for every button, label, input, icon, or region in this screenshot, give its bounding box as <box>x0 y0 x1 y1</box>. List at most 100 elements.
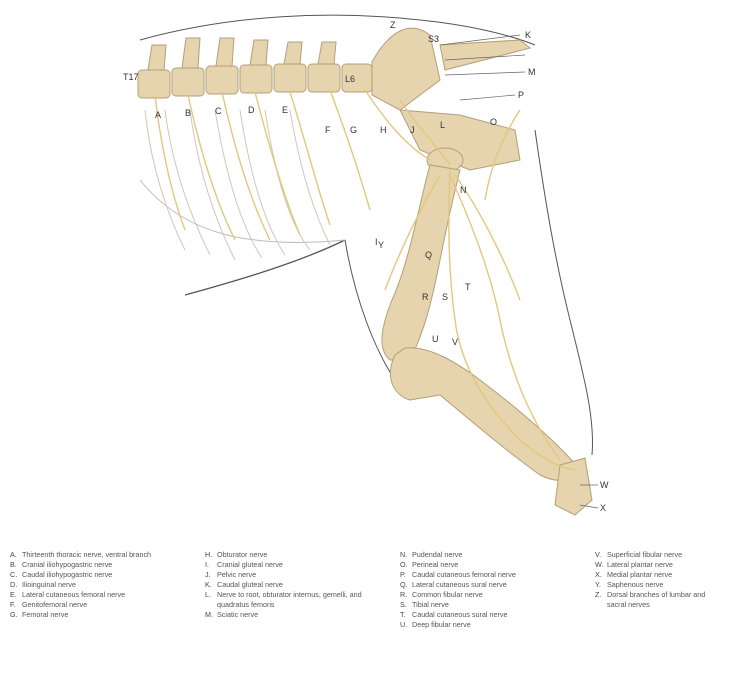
legend-item: F.Genitofemoral nerve <box>10 600 205 610</box>
legend-item: M.Sciatic nerve <box>205 610 400 620</box>
legend-item: I.Cranial gluteal nerve <box>205 560 400 570</box>
legend-text: Caudal cutaneous sural nerve <box>412 610 595 620</box>
figure-label-l6: L6 <box>345 74 355 84</box>
figure-label-d: D <box>248 105 255 115</box>
legend-text: Perineal nerve <box>412 560 595 570</box>
legend-key: X. <box>595 570 607 580</box>
anatomical-illustration: A B C D E F G H I J K L M N O P Q R S T … <box>0 0 742 535</box>
legend-key: T. <box>400 610 412 620</box>
legend-text: Medial plantar nerve <box>607 570 734 580</box>
legend-key: L. <box>205 590 217 610</box>
figure-label-f: F <box>325 125 331 135</box>
figure-label-u: U <box>432 334 439 344</box>
legend-item: W.Lateral plantar nerve <box>595 560 734 570</box>
legend-item: L.Nerve to root, obturator internus, gem… <box>205 590 400 610</box>
legend-text: Caudal gluteal nerve <box>217 580 400 590</box>
legend-column-4: V.Superficial fibular nerve W.Lateral pl… <box>595 550 734 675</box>
legend-item: O.Perineal nerve <box>400 560 595 570</box>
legend-item: Q.Lateral cutaneous sural nerve <box>400 580 595 590</box>
legend-item: T.Caudal cutaneous sural nerve <box>400 610 595 620</box>
belly-line <box>185 240 345 295</box>
legend-text: Femoral nerve <box>22 610 205 620</box>
legend-item: P.Caudal cutaneous femoral nerve <box>400 570 595 580</box>
legend-key: I. <box>205 560 217 570</box>
legend-key: S. <box>400 600 412 610</box>
legend-key: R. <box>400 590 412 600</box>
legend-text: Pelvic nerve <box>217 570 400 580</box>
legend-item: D.Ilioinguinal nerve <box>10 580 205 590</box>
figure-label-a: A <box>155 110 161 120</box>
legend-item: C.Caudal iliohypogastric nerve <box>10 570 205 580</box>
hindlimb-nerve-diagram: A B C D E F G H I J K L M N O P Q R S T … <box>0 0 742 535</box>
legend-key: C. <box>10 570 22 580</box>
figure-label-m: M <box>528 67 536 77</box>
legend-item: K.Caudal gluteal nerve <box>205 580 400 590</box>
figure-label-s: S <box>442 292 448 302</box>
legend-text: Nerve to root, obturator internus, gemel… <box>217 590 400 610</box>
abdomen-edge <box>140 180 345 243</box>
legend-text: Lateral plantar nerve <box>607 560 734 570</box>
legend-text: Superficial fibular nerve <box>607 550 734 560</box>
legend-key: K. <box>205 580 217 590</box>
figure-label-n: N <box>460 185 467 195</box>
legend-item: B.Cranial iliohypogastric nerve <box>10 560 205 570</box>
legend-key: F. <box>10 600 22 610</box>
legend-item: V.Superficial fibular nerve <box>595 550 734 560</box>
legend-text: Tibial nerve <box>412 600 595 610</box>
legend-key: Z. <box>595 590 607 610</box>
legend-key: V. <box>595 550 607 560</box>
legend-text: Deep fibular nerve <box>412 620 595 630</box>
legend-item: H.Obturator nerve <box>205 550 400 560</box>
figure-label-z: Z <box>390 20 396 30</box>
figure-label-s3: S3 <box>428 34 439 44</box>
legend-item: E.Lateral cutaneous femoral nerve <box>10 590 205 600</box>
legend-text: Common fibular nerve <box>412 590 595 600</box>
legend-column-3: N.Pudendal nerve O.Perineal nerve P.Caud… <box>400 550 595 675</box>
tibia <box>390 348 580 481</box>
legend-item: Y.Saphenous nerve <box>595 580 734 590</box>
figure-label-q: Q <box>425 250 432 260</box>
legend-item: G.Femoral nerve <box>10 610 205 620</box>
figure-label-p: P <box>518 90 524 100</box>
figure-label-x: X <box>600 503 606 513</box>
legend-item: U.Deep fibular nerve <box>400 620 595 630</box>
legend-item: J.Pelvic nerve <box>205 570 400 580</box>
legend-text: Caudal iliohypogastric nerve <box>22 570 205 580</box>
figure-label-r: R <box>422 292 429 302</box>
legend-text: Thirteenth thoracic nerve, ventral branc… <box>22 550 205 560</box>
figure-label-e: E <box>282 105 288 115</box>
figure-label-o: O <box>490 117 497 127</box>
legend-key: E. <box>10 590 22 600</box>
legend-item: N.Pudendal nerve <box>400 550 595 560</box>
legend-text: Ilioinguinal nerve <box>22 580 205 590</box>
legend-key: A. <box>10 550 22 560</box>
figure-label-c: C <box>215 106 222 116</box>
legend-text: Sciatic nerve <box>217 610 400 620</box>
legend-key: H. <box>205 550 217 560</box>
legend-text: Caudal cutaneous femoral nerve <box>412 570 595 580</box>
legend-key: Q. <box>400 580 412 590</box>
legend-text: Dorsal branches of lumbar and sacral ner… <box>607 590 734 610</box>
legend-key: O. <box>400 560 412 570</box>
legend-text: Obturator nerve <box>217 550 400 560</box>
legend-key: Y. <box>595 580 607 590</box>
legend-key: D. <box>10 580 22 590</box>
figure-label-j: J <box>410 125 415 135</box>
figure-label-g: G <box>350 125 357 135</box>
legend-key: B. <box>10 560 22 570</box>
figure-label-w: W <box>600 480 609 490</box>
legend-item: A.Thirteenth thoracic nerve, ventral bra… <box>10 550 205 560</box>
legend-text: Genitofemoral nerve <box>22 600 205 610</box>
femur <box>382 165 460 360</box>
figure-label-y: Y <box>378 240 384 250</box>
figure-label-t17: T17 <box>123 72 139 82</box>
legend-key: M. <box>205 610 217 620</box>
legend-column-2: H.Obturator nerve I.Cranial gluteal nerv… <box>205 550 400 675</box>
figure-label-v: V <box>452 337 458 347</box>
legend-key: U. <box>400 620 412 630</box>
legend-key: G. <box>10 610 22 620</box>
legend-text: Pudendal nerve <box>412 550 595 560</box>
legend-text: Lateral cutaneous sural nerve <box>412 580 595 590</box>
legend-item: Z.Dorsal branches of lumbar and sacral n… <box>595 590 734 610</box>
legend-text: Saphenous nerve <box>607 580 734 590</box>
